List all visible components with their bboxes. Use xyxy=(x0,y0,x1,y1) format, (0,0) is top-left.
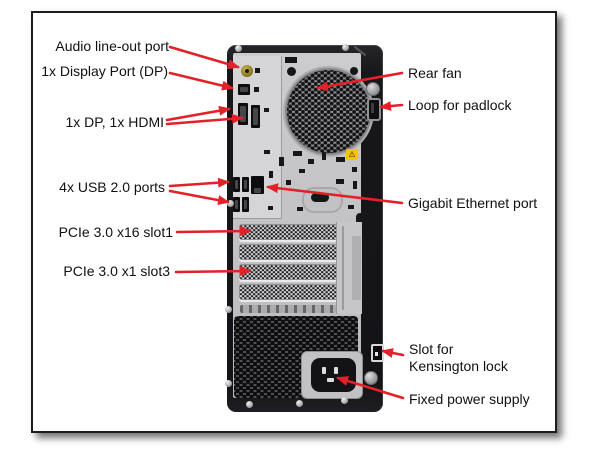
audio-icon xyxy=(255,68,260,73)
label-pcie-x1-slot3: PCIe 3.0 x1 slot3 xyxy=(63,263,170,279)
usb-port-2-inner xyxy=(244,180,247,189)
usb-port-4-inner xyxy=(244,200,247,209)
screw xyxy=(225,380,232,387)
label-audio-line-out: Audio line-out port xyxy=(55,38,169,54)
hdmi-icon xyxy=(264,108,269,112)
screw xyxy=(342,44,349,51)
kensington-slot-pin xyxy=(375,352,378,356)
power-pin-ground xyxy=(327,378,334,382)
thumbscrew-top xyxy=(366,82,380,96)
hdmi-port-inner xyxy=(253,108,258,125)
rear-fan-grille xyxy=(285,68,372,155)
displayport2-port-inner xyxy=(240,106,246,122)
power-pin-left xyxy=(322,367,326,374)
power-inlet xyxy=(311,358,356,392)
pcie-slot-2-cover xyxy=(239,244,341,260)
card-latch-line xyxy=(342,226,344,310)
padlock-loop-slot xyxy=(371,103,374,113)
pcie-slot-1-cover xyxy=(239,224,341,240)
warning-triangle-icon: ⚠ xyxy=(346,149,358,160)
pcie-slot-4-cover xyxy=(239,284,341,300)
displayport-icon xyxy=(254,87,259,92)
screw xyxy=(225,306,232,313)
io-port-plate xyxy=(233,56,282,219)
label-rear-fan: Rear fan xyxy=(408,65,462,81)
displayport-port-inner xyxy=(240,87,248,92)
label-fixed-power-supply: Fixed power supply xyxy=(409,391,530,407)
screw xyxy=(235,45,242,52)
padlock-loop xyxy=(367,98,381,121)
label-usb-ports: 4x USB 2.0 ports xyxy=(59,179,165,195)
thumbscrew-bottom xyxy=(364,371,378,385)
audio-jack-hole xyxy=(245,69,249,73)
label-padlock-loop: Loop for padlock xyxy=(408,97,512,113)
card-latch-tab xyxy=(352,236,361,300)
label-kensington-lock: Slot for Kensington lock xyxy=(409,341,508,374)
oval-knockout-inner xyxy=(311,193,329,202)
screw xyxy=(296,400,303,407)
screw xyxy=(341,397,348,404)
screw xyxy=(227,200,234,207)
usb-port-1-inner xyxy=(235,180,238,189)
slot-bracket-strip xyxy=(240,305,336,313)
screw xyxy=(246,401,253,408)
label-pcie-x16-slot1: PCIe 3.0 x16 slot1 xyxy=(58,224,173,240)
label-display-port: 1x Display Port (DP) xyxy=(41,63,168,79)
usb-port-3-inner xyxy=(235,200,238,209)
label-gigabit-ethernet: Gigabit Ethernet port xyxy=(408,195,538,211)
pcie-slot-3-cover xyxy=(239,264,341,280)
label-dp-hdmi: 1x DP, 1x HDMI xyxy=(65,114,164,130)
power-pin-right xyxy=(334,367,338,374)
ethernet-port-notch xyxy=(254,188,261,193)
